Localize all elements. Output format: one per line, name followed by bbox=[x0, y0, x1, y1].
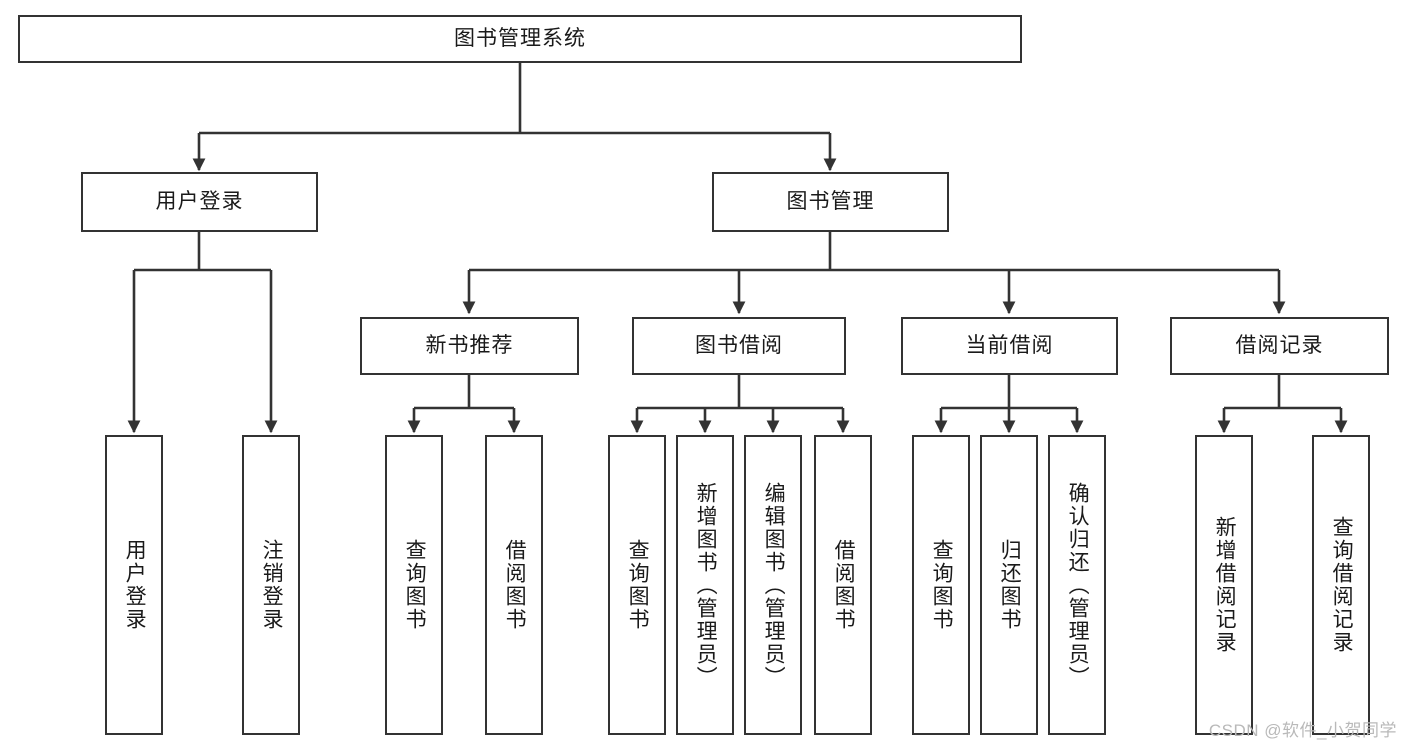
node-leaf-add-record[interactable]: 新增借阅记录 bbox=[1195, 435, 1253, 735]
node-leaf-query-book-3[interactable]: 查询图书 bbox=[912, 435, 970, 735]
node-leaf-query-book-3-label: 查询图书 bbox=[930, 539, 954, 631]
node-leaf-borrow-book-2-label: 借阅图书 bbox=[832, 539, 856, 631]
node-leaf-add-book-label: 新增图书（管理员） bbox=[694, 481, 718, 689]
node-leaf-return-book[interactable]: 归还图书 bbox=[980, 435, 1038, 735]
node-borrow-record-label: 借阅记录 bbox=[1235, 334, 1324, 358]
node-root[interactable]: 图书管理系统 bbox=[18, 15, 1022, 63]
node-leaf-edit-book-label: 编辑图书（管理员） bbox=[762, 481, 786, 689]
node-leaf-add-record-label: 新增借阅记录 bbox=[1213, 516, 1237, 654]
node-leaf-confirm-return[interactable]: 确认归还（管理员） bbox=[1048, 435, 1106, 735]
node-user-login[interactable]: 用户登录 bbox=[81, 172, 318, 232]
node-borrow-record[interactable]: 借阅记录 bbox=[1170, 317, 1389, 375]
node-root-label: 图书管理系统 bbox=[454, 27, 586, 51]
node-leaf-query-record-label: 查询借阅记录 bbox=[1330, 516, 1354, 654]
node-leaf-borrow-book-1-label: 借阅图书 bbox=[503, 539, 527, 631]
node-leaf-user-logout[interactable]: 注销登录 bbox=[242, 435, 300, 735]
watermark-text: CSDN @软件_小贺同学 bbox=[1208, 721, 1397, 740]
node-leaf-query-book-2[interactable]: 查询图书 bbox=[608, 435, 666, 735]
node-leaf-query-book-1[interactable]: 查询图书 bbox=[385, 435, 443, 735]
node-book-manage-label: 图书管理 bbox=[786, 190, 875, 214]
node-new-book-recommend[interactable]: 新书推荐 bbox=[360, 317, 579, 375]
node-leaf-query-record[interactable]: 查询借阅记录 bbox=[1312, 435, 1370, 735]
node-current-borrow-label: 当前借阅 bbox=[965, 334, 1054, 358]
node-leaf-borrow-book-1[interactable]: 借阅图书 bbox=[485, 435, 543, 735]
node-leaf-user-login[interactable]: 用户登录 bbox=[105, 435, 163, 735]
node-leaf-add-book[interactable]: 新增图书（管理员） bbox=[676, 435, 734, 735]
node-book-manage[interactable]: 图书管理 bbox=[712, 172, 949, 232]
node-leaf-edit-book[interactable]: 编辑图书（管理员） bbox=[744, 435, 802, 735]
node-user-login-label: 用户登录 bbox=[155, 190, 244, 214]
node-leaf-borrow-book-2[interactable]: 借阅图书 bbox=[814, 435, 872, 735]
node-leaf-query-book-1-label: 查询图书 bbox=[403, 539, 427, 631]
node-leaf-user-login-label: 用户登录 bbox=[123, 539, 147, 631]
node-book-borrow[interactable]: 图书借阅 bbox=[632, 317, 846, 375]
node-leaf-user-logout-label: 注销登录 bbox=[260, 539, 284, 631]
node-leaf-return-book-label: 归还图书 bbox=[998, 539, 1022, 631]
node-current-borrow[interactable]: 当前借阅 bbox=[901, 317, 1118, 375]
node-new-book-recommend-label: 新书推荐 bbox=[425, 334, 514, 358]
node-book-borrow-label: 图书借阅 bbox=[695, 334, 783, 358]
node-leaf-query-book-2-label: 查询图书 bbox=[626, 539, 650, 631]
node-leaf-confirm-return-label: 确认归还（管理员） bbox=[1066, 481, 1090, 689]
